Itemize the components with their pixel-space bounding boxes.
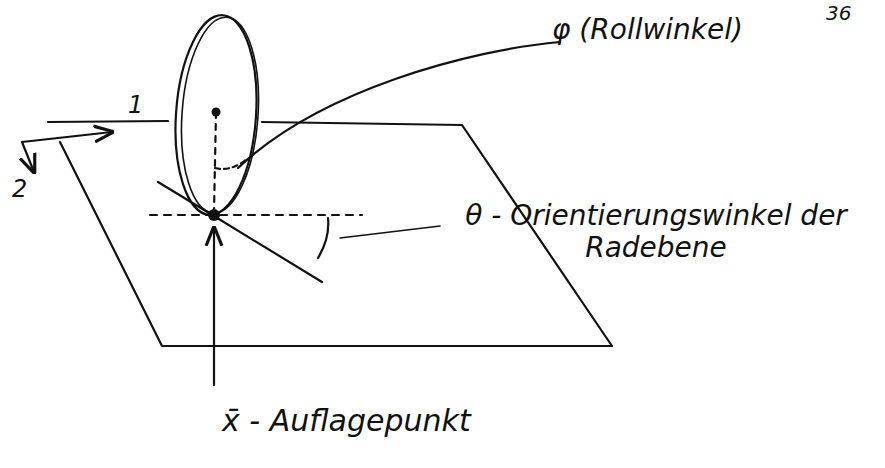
annotation-label: θ - Orientierungswinkel der Radebene <box>446 200 866 264</box>
pointer-arrow <box>213 228 215 385</box>
wheel-rim <box>169 12 263 217</box>
reference-line <box>150 214 362 216</box>
angle-arc <box>318 218 328 258</box>
leader-line <box>238 42 560 168</box>
ground-plane <box>48 121 612 346</box>
page-number: 36 <box>826 2 851 25</box>
spoke-line <box>214 112 216 212</box>
hub-dot <box>212 108 221 117</box>
annotation-label: φ (Rollwinkel) <box>552 14 743 46</box>
axis-arrow <box>22 132 112 142</box>
orientation-line <box>158 182 322 282</box>
contact-point <box>208 209 220 221</box>
wheel-rim <box>175 15 264 216</box>
axis-arrow <box>22 142 34 172</box>
axis-label: 1 <box>128 92 143 120</box>
annotation-label: x̄ - Auflagepunkt <box>222 404 471 439</box>
leader-line <box>340 226 440 238</box>
axis-label: 2 <box>12 176 27 204</box>
